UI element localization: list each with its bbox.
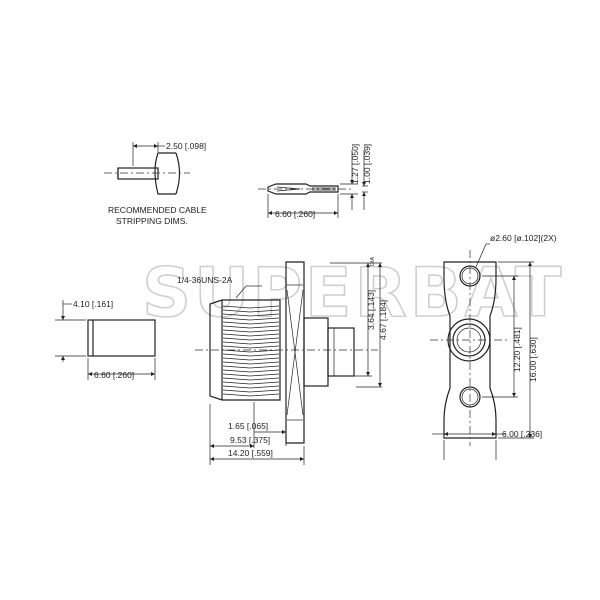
watermark-text: SUPERBAT	[142, 254, 564, 333]
thread-line	[222, 381, 280, 385]
thread-line	[222, 341, 280, 345]
dim-2-label: 9.53 [.375]	[230, 435, 270, 445]
ferrule-length-label: 6.60 [.260]	[94, 370, 134, 380]
dim-1-label: 1.65 [.065]	[228, 421, 268, 431]
dim-3-label: 14.20 [.559]	[228, 448, 273, 458]
ferrule-dia-label: 4.10 [.161]	[73, 299, 113, 309]
thread-line	[222, 309, 280, 313]
connector-side-view	[195, 261, 382, 465]
cable-strip-caption-1: RECOMMENDED CABLE	[108, 205, 207, 215]
contact-pin-view	[258, 150, 368, 218]
thread-line	[222, 325, 280, 329]
cable-strip-caption-2: STRIPPING DIMS.	[116, 216, 188, 226]
body-dia-a-suffix: DIA	[370, 257, 376, 267]
thread-line	[222, 333, 280, 337]
flange-hole-dia-label: ø2.60 [ø.102](2X)	[490, 233, 557, 243]
contact-pin-inner-dia-label: 1.00 [.039]	[362, 144, 372, 184]
thread-line	[222, 365, 280, 369]
cable-strip-length-label: 2.50 [.098]	[166, 141, 206, 151]
thread-line	[222, 313, 280, 317]
body-dia-b-label: 4.67 [.184]	[378, 300, 388, 340]
thread-line	[222, 385, 280, 389]
thread-line	[222, 377, 280, 381]
flange-hole-spacing-label: 12.20 [.481]	[512, 327, 522, 372]
cable-strip-view	[104, 142, 190, 195]
thread-line	[222, 353, 280, 357]
thread-line	[222, 349, 280, 353]
ferrule-view	[55, 300, 156, 380]
thread-line	[222, 345, 280, 349]
thread-line	[222, 321, 280, 325]
flange-width-label: 6.00 [.236]	[502, 429, 542, 439]
contact-pin-outer-dia-label: 1.27 [.050]	[350, 144, 360, 184]
thread-line	[222, 329, 280, 333]
thread-line	[222, 393, 280, 397]
thread-line	[222, 317, 280, 321]
thread-line	[222, 357, 280, 361]
flange-height-label: 16.00 [.630]	[528, 337, 538, 382]
thread-line	[222, 369, 280, 373]
thread-spec-label: 1/4-36UNS-2A	[177, 275, 233, 285]
flange-front-view	[430, 243, 534, 460]
thread-line	[222, 373, 280, 377]
thread-line	[222, 337, 280, 341]
thread-line	[222, 389, 280, 393]
contact-pin-length-label: 6.60 [.260]	[275, 209, 315, 219]
thread-line	[222, 305, 280, 309]
body-dia-a-label: 3.64 [.143]	[366, 290, 376, 330]
thread-line	[222, 361, 280, 365]
